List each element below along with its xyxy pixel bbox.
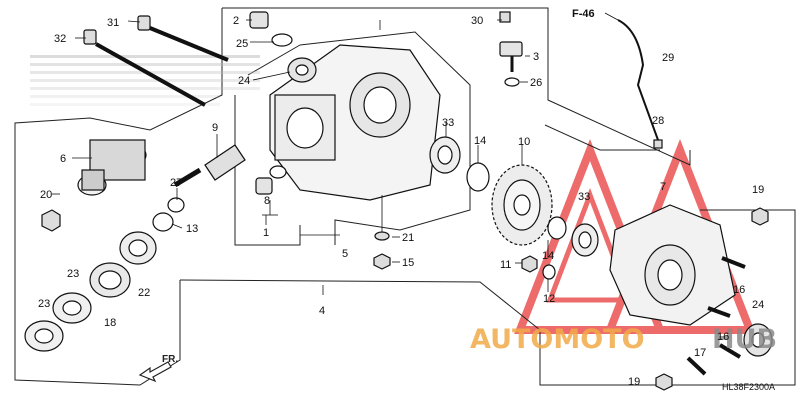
callout-9: 9 bbox=[212, 122, 218, 134]
o-ring-26 bbox=[504, 77, 520, 87]
callout-17: 17 bbox=[694, 347, 706, 359]
callout-4: 4 bbox=[319, 305, 325, 317]
bolt-30 bbox=[499, 11, 511, 23]
callout-15: 15 bbox=[402, 257, 414, 269]
callout-20: 20 bbox=[40, 189, 52, 201]
callout-28: 28 bbox=[652, 115, 664, 127]
callout-16-lower: 16 bbox=[717, 331, 729, 343]
callout-6: 6 bbox=[60, 153, 66, 165]
callout-14-upper: 14 bbox=[474, 135, 486, 147]
callout-30: 30 bbox=[471, 15, 483, 27]
bolt-17-a bbox=[686, 356, 707, 376]
front-arrow: FR. bbox=[138, 354, 178, 383]
clip-28 bbox=[653, 139, 663, 149]
part-6-housing bbox=[77, 139, 147, 196]
washer-14 bbox=[466, 162, 490, 192]
callout-12: 12 bbox=[543, 293, 555, 305]
callout-26: 26 bbox=[530, 77, 542, 89]
washer-14-lower bbox=[547, 216, 567, 240]
callout-33-right: 33 bbox=[578, 191, 590, 203]
callout-24-right: 24 bbox=[752, 299, 764, 311]
bolt-31 bbox=[137, 15, 229, 62]
callout-24-top: 24 bbox=[238, 75, 250, 87]
watermark-text-a: AUTOMOTO bbox=[470, 324, 645, 355]
parts bbox=[24, 11, 773, 391]
callout-11: 11 bbox=[500, 259, 511, 271]
washer-27 bbox=[167, 197, 185, 213]
bolt-11 bbox=[521, 255, 538, 273]
callout-23-upper: 23 bbox=[67, 268, 79, 280]
bolt-16-lower bbox=[707, 306, 731, 318]
callout-33-center: 33 bbox=[442, 117, 454, 129]
callout-13: 13 bbox=[186, 223, 198, 235]
callout-32: 32 bbox=[54, 33, 66, 45]
shim-23-upper bbox=[52, 292, 92, 324]
callout-8: 8 bbox=[264, 195, 270, 207]
ring-8 bbox=[269, 165, 287, 179]
front-label: FR. bbox=[162, 354, 178, 365]
callout-21: 21 bbox=[402, 232, 414, 244]
callout-14-lower: 14 bbox=[542, 250, 554, 262]
bolt-17-b bbox=[718, 343, 742, 359]
dot-pattern bbox=[30, 55, 260, 106]
shim-23-lower bbox=[24, 320, 64, 352]
watermark-triangle-inner bbox=[546, 187, 634, 303]
part-8 bbox=[255, 177, 273, 195]
callout-5: 5 bbox=[342, 248, 348, 260]
bolt-32 bbox=[83, 29, 206, 107]
callout-29: 29 bbox=[662, 52, 674, 64]
cap-2 bbox=[249, 11, 269, 29]
seal-24-right bbox=[743, 323, 773, 357]
pinion-9 bbox=[173, 144, 246, 188]
bolt-16-upper bbox=[721, 256, 746, 269]
reference-leader bbox=[604, 12, 619, 21]
breather-tube-29 bbox=[617, 19, 659, 141]
callouts: 31 32 2 25 24 6 20 9 27 13 8 1 5 4 21 15… bbox=[38, 15, 764, 388]
nut-20 bbox=[41, 209, 61, 232]
cover-7 bbox=[609, 204, 736, 326]
bolt-15 bbox=[373, 253, 391, 270]
nut-19-bottom bbox=[655, 373, 673, 391]
callout-3: 3 bbox=[533, 51, 539, 63]
race-18 bbox=[89, 262, 131, 298]
callout-2: 2 bbox=[233, 15, 239, 27]
watermark-text-b: HUB bbox=[712, 324, 777, 355]
bearing-22 bbox=[119, 231, 157, 265]
bearing-33-center bbox=[429, 136, 461, 174]
callout-31: 31 bbox=[107, 17, 119, 29]
callout-10: 10 bbox=[518, 136, 530, 148]
ring-gear-10 bbox=[491, 164, 553, 246]
callout-19-bottom: 19 bbox=[628, 376, 640, 388]
seal-13 bbox=[152, 212, 174, 232]
callout-23-lower: 23 bbox=[38, 298, 50, 310]
callout-1: 1 bbox=[263, 227, 269, 239]
ring-12 bbox=[542, 264, 556, 280]
washer-21 bbox=[374, 231, 390, 241]
leader-lines bbox=[52, 19, 549, 295]
callout-25: 25 bbox=[236, 38, 248, 50]
sensor-3 bbox=[499, 41, 523, 72]
callout-18: 18 bbox=[104, 317, 116, 329]
main-case-5 bbox=[269, 44, 441, 201]
nut-19-top bbox=[751, 207, 769, 226]
callout-27: 27 bbox=[170, 177, 182, 189]
callout-19-top: 19 bbox=[752, 184, 764, 196]
drawing-code: HL38F2300A bbox=[722, 382, 775, 392]
callout-16-upper: 16 bbox=[733, 284, 745, 296]
callout-7: 7 bbox=[660, 181, 666, 193]
seal-24-top bbox=[287, 57, 317, 83]
reference-label: F-46 bbox=[572, 8, 595, 20]
o-ring-25 bbox=[271, 33, 293, 47]
callout-22: 22 bbox=[138, 287, 150, 299]
bearing-33-right bbox=[571, 223, 599, 257]
